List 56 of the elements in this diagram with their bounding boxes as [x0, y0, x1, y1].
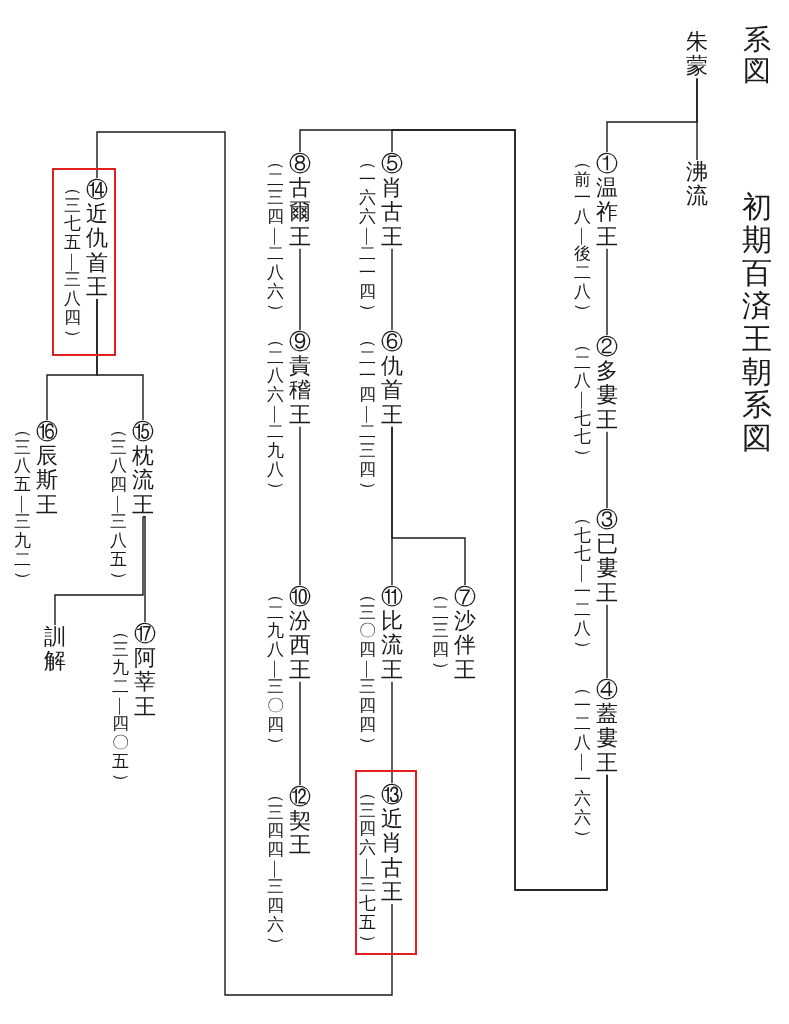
connector-line: [391, 681, 393, 784]
reign-years: （二八—七七）: [573, 335, 591, 466]
person-name: 朱蒙: [686, 30, 708, 79]
highlight-frame: [355, 770, 417, 955]
reign-years: （七七—一二八）: [573, 508, 591, 658]
king-name: ③已婁王: [596, 508, 618, 605]
person-name: 訓解: [44, 625, 66, 674]
king-name: ⑤肖古王: [381, 152, 403, 249]
connector-line: [299, 129, 608, 891]
king-name: ⑩汾西王: [289, 585, 311, 682]
connector-line: [606, 248, 608, 336]
reign-years: （三九二—四〇五）: [111, 622, 129, 791]
king-name: ⑥仇首王: [381, 330, 403, 427]
connector-line: [606, 604, 608, 679]
connector-line: [606, 77, 698, 153]
connector-line: [96, 131, 393, 996]
king-name: ⑪比流王: [381, 585, 403, 682]
connector-line: [391, 248, 393, 331]
reign-years: （三四六—三七五）: [358, 783, 376, 952]
connector-line: [391, 426, 466, 586]
connector-line: [299, 681, 301, 786]
reign-years: （二八六—二九八）: [266, 330, 284, 499]
reign-years: （二九八—三〇四）: [266, 585, 284, 754]
connector-line: [299, 248, 301, 331]
king-name: ①温祚王: [596, 152, 618, 249]
king-name: ⑨責稽王: [289, 330, 311, 427]
connector-line: [54, 516, 144, 626]
reign-years: （一六六—二一四）: [358, 152, 376, 321]
connector-line: [606, 431, 608, 509]
reign-years: （二一四—二三四）: [358, 330, 376, 499]
king-name: ⑮枕流王: [132, 420, 154, 517]
king-name: ⑧古爾王: [289, 152, 311, 249]
king-name: ⑯辰斯王: [36, 420, 58, 517]
reign-years: （二三四—二八六）: [266, 152, 284, 321]
reign-years: （三八五—三九二）: [13, 420, 31, 589]
reign-years: （三〇四—三四四）: [358, 585, 376, 754]
reign-years: （三七五—三八四）: [63, 178, 81, 347]
highlight-frame: [52, 168, 116, 356]
king-name: ⑦沙伴王: [454, 585, 476, 682]
connector-line: [142, 516, 146, 623]
king-name: ②多婁王: [596, 335, 618, 432]
reign-years: （一二八—一六六）: [573, 678, 591, 847]
king-name: ⑬近肖古王: [381, 783, 403, 904]
king-name: ⑰阿莘王: [134, 622, 156, 719]
reign-years: （三四四—三四六）: [266, 785, 284, 954]
connector-line: [46, 298, 98, 421]
reign-years: （前一八—後二八）: [573, 152, 591, 321]
title: 初期百済王朝系図: [742, 190, 772, 454]
connector-line: [299, 426, 301, 586]
king-name: ④蓋婁王: [596, 678, 618, 775]
person-name: 沸流: [686, 160, 708, 209]
reign-years: （二三四）: [431, 585, 449, 679]
king-name: ⑫契王: [289, 785, 311, 858]
chapter-label: 系図: [743, 25, 771, 87]
reign-years: （三八四—三八五）: [109, 420, 127, 589]
king-name: ⑭近仇首王: [86, 178, 108, 299]
